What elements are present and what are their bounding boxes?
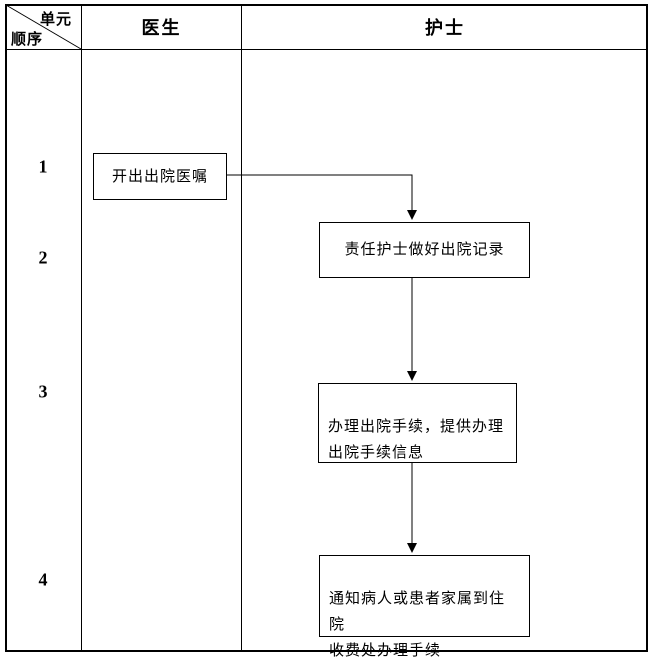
corner-label-unit: 单元 [40,12,73,28]
header-row-divider [5,49,648,50]
column-divider-doctor-nurse [241,4,242,652]
row-number-1: 1 [38,156,48,177]
corner-label-sequence: 顺序 [11,32,44,48]
row-number-3: 3 [38,381,48,402]
column-header-nurse: 护士 [425,17,465,38]
flow-box-issue-discharge-order: 开出出院医嘱 [93,153,227,200]
flow-box-nurse-discharge-record-label: 责任护士做好出院记录 [344,242,505,258]
table-outer-border [5,4,648,652]
column-header-doctor: 医生 [141,17,182,38]
row-number-4: 4 [38,569,48,590]
flow-box-handle-discharge-procedures: 办理出院手续，提供办理 出院手续信息 [318,383,517,463]
flow-box-handle-discharge-procedures-label: 办理出院手续，提供办理 出院手续信息 [328,419,505,461]
flow-box-notify-patient-billing-label: 通知病人或患者家属到住院 收费处办理手续 [329,591,506,658]
flow-box-notify-patient-billing: 通知病人或患者家属到住院 收费处办理手续 [319,555,530,658]
column-divider-sequence-doctor [81,4,82,652]
flow-box-issue-discharge-order-label: 开出出院医嘱 [111,168,208,185]
row-number-2: 2 [38,247,48,268]
flow-box-nurse-discharge-record: 责任护士做好出院记录 [319,222,530,278]
